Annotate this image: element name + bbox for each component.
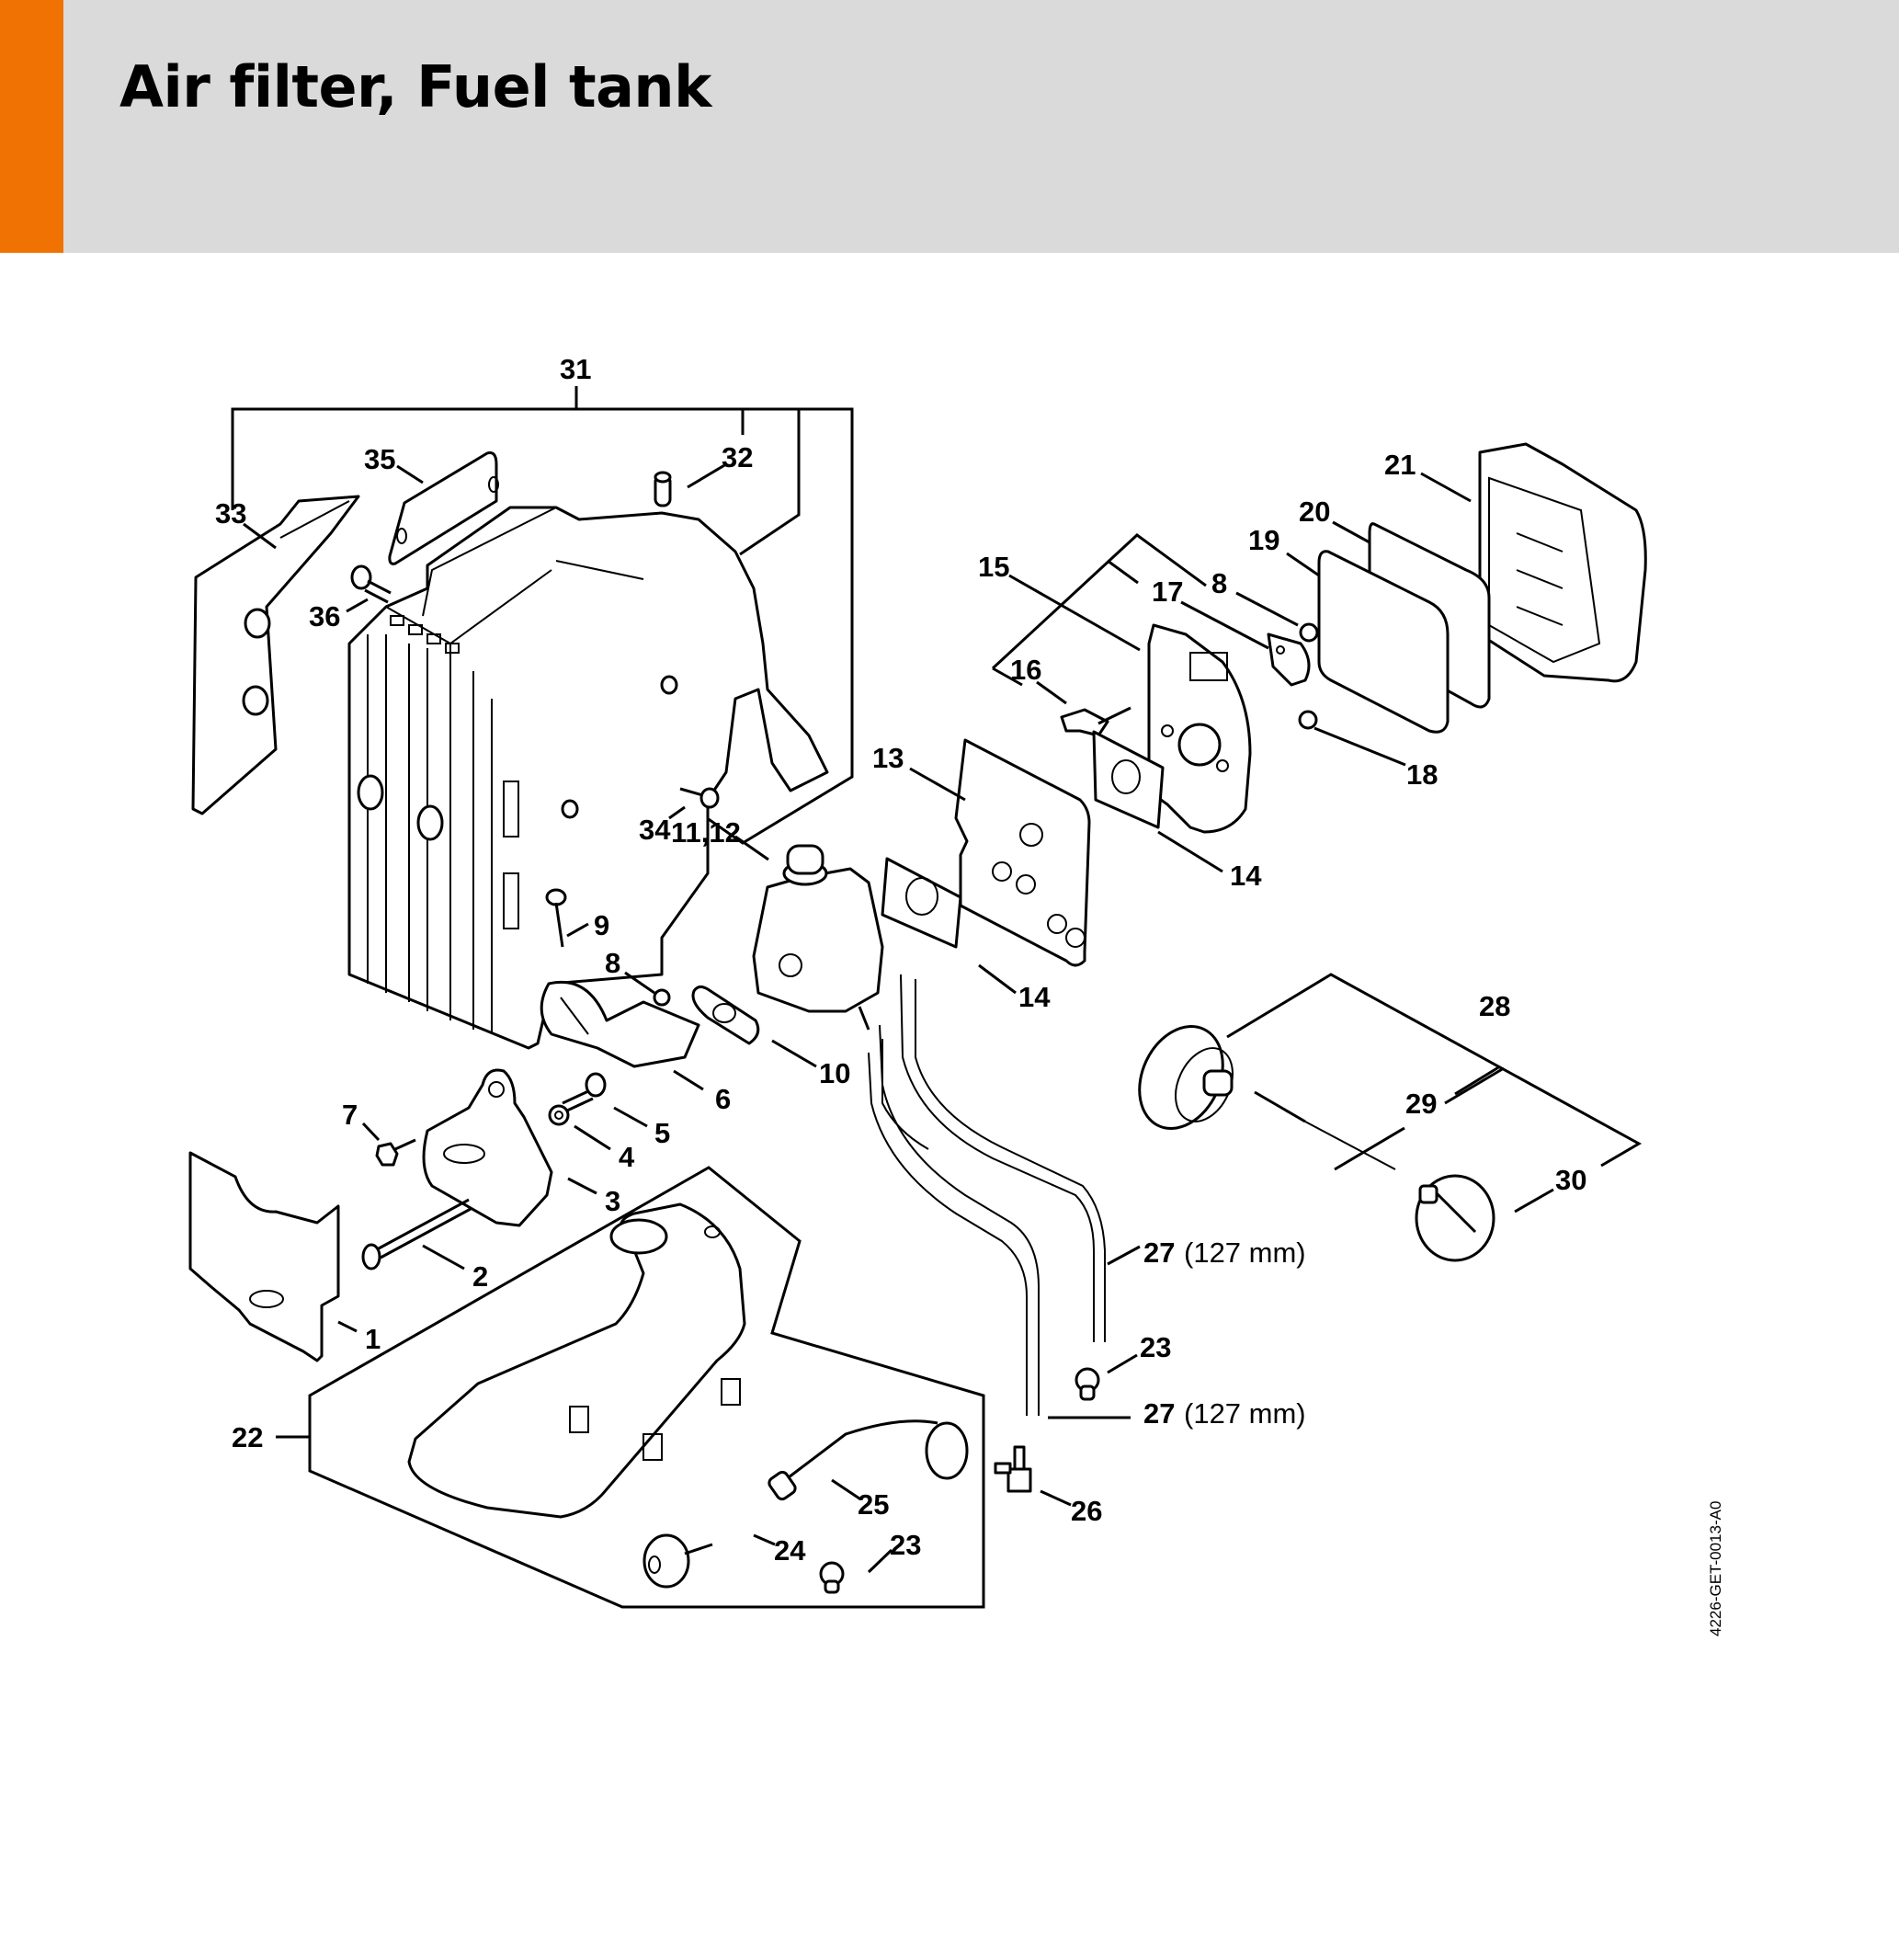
callout-19: 19 (1248, 524, 1279, 556)
part-19-air-filter (1317, 550, 1450, 734)
callout-21: 21 (1384, 449, 1416, 481)
callout-30: 30 (1555, 1164, 1586, 1196)
part-9-socket-screw (545, 888, 567, 948)
part-17-bracket (1267, 632, 1311, 687)
callout-34: 34 (639, 814, 671, 846)
document-code: 4226-GET-0013-A0 (1707, 1501, 1724, 1636)
bracket-22 (276, 1166, 985, 1609)
callout-7: 7 (342, 1099, 358, 1131)
callout-35: 35 (364, 443, 395, 475)
part-2-long-screw (361, 1198, 472, 1271)
part-18-nut (1298, 710, 1318, 730)
callout-25: 25 (858, 1488, 889, 1521)
callout-29: 29 (1405, 1088, 1437, 1120)
callout-23-right: 23 (1140, 1331, 1171, 1363)
page-header: Air filter, Fuel tank (0, 0, 1899, 253)
part-27-hoses (868, 974, 1106, 1416)
part-34-screw (679, 787, 720, 809)
part-24-valve (642, 1533, 713, 1589)
callout-13: 13 (872, 742, 904, 774)
callout-18: 18 (1406, 758, 1438, 791)
part-29-retainer-cord (1254, 1090, 1396, 1170)
part-3-carburetor-flange (422, 1068, 553, 1227)
part-30-cap-ring (1415, 1174, 1495, 1262)
part-36-screw (350, 564, 392, 604)
part-32-sleeve (654, 471, 672, 507)
callout-36: 36 (309, 600, 340, 632)
part-31-shroud-housing (347, 506, 829, 1050)
callout-22: 22 (232, 1421, 263, 1453)
part-16-choke-lever (1060, 706, 1131, 737)
callout-2: 2 (472, 1260, 488, 1293)
bracket-28-29-30 (1226, 973, 1643, 1214)
part-23-bottom-plug (819, 1561, 845, 1594)
callout-32: 32 (722, 441, 753, 473)
part-6-throttle-lever (540, 980, 700, 1068)
bracket-31 (231, 386, 854, 845)
part-15-air-filter-base (1147, 623, 1252, 834)
part-11-12-carburetor (752, 844, 884, 1031)
callout-28: 28 (1479, 990, 1510, 1022)
callout-27-bottom-length: (127 mm) (1184, 1397, 1306, 1430)
part-22-fuel-tank (407, 1202, 746, 1519)
callout-3: 3 (605, 1185, 620, 1217)
part-1-gasket (188, 1151, 340, 1362)
callout-24: 24 (774, 1534, 806, 1567)
part-26-elbow (994, 1445, 1032, 1493)
callout-31: 31 (560, 353, 591, 385)
part-13-baffle-plate (954, 738, 1091, 967)
callout-33: 33 (215, 497, 246, 530)
callout-4: 4 (619, 1141, 635, 1173)
callout-23-bottom: 23 (890, 1529, 921, 1561)
part-10-gasket (691, 985, 760, 1045)
callout-17: 17 (1152, 575, 1183, 608)
callout-8-right: 8 (1211, 567, 1227, 599)
callout-1: 1 (365, 1323, 381, 1355)
part-7-hex-screw (375, 1138, 416, 1167)
part-21-filter-cover (1478, 442, 1647, 683)
callout-leaders (243, 462, 1472, 1574)
part-5-screw (562, 1072, 607, 1112)
callout-16: 16 (1010, 654, 1041, 686)
part-33-cover-plate (191, 495, 360, 815)
callout-20: 20 (1299, 496, 1330, 528)
part-14-lower-gasket (881, 857, 962, 949)
accent-bar (0, 0, 63, 253)
callout-26: 26 (1071, 1495, 1102, 1527)
part-23-right-plug (1075, 1367, 1100, 1401)
page-title: Air filter, Fuel tank (119, 53, 711, 120)
part-8-right-nut (1299, 622, 1319, 643)
callout-11-12: 11,12 (671, 816, 741, 849)
callout-8-left: 8 (605, 947, 620, 979)
callout-9: 9 (594, 909, 609, 941)
callout-6: 6 (715, 1083, 731, 1115)
part-28-filler-cap (1138, 1025, 1234, 1130)
callout-5: 5 (654, 1117, 670, 1149)
callout-14-upper: 14 (1230, 860, 1262, 892)
callout-14-lower: 14 (1018, 981, 1051, 1013)
bracket-15-17-8 (991, 533, 1207, 687)
part-8-left-nut (653, 988, 671, 1007)
callout-27-bottom: 27 (1143, 1397, 1175, 1430)
callout-10: 10 (819, 1057, 850, 1089)
callout-labels: 31 32 33 35 36 21 20 19 15 17 8 16 18 13… (215, 353, 1586, 1567)
part-35-plate (388, 451, 499, 565)
callout-27-top-length: (127 mm) (1184, 1236, 1306, 1269)
part-4-washer (548, 1104, 570, 1126)
part-14-upper-gasket (1092, 730, 1165, 829)
callout-27-top: 27 (1143, 1236, 1175, 1269)
part-25-fuel-hose-pickup (768, 1419, 969, 1501)
callout-15: 15 (978, 551, 1009, 583)
